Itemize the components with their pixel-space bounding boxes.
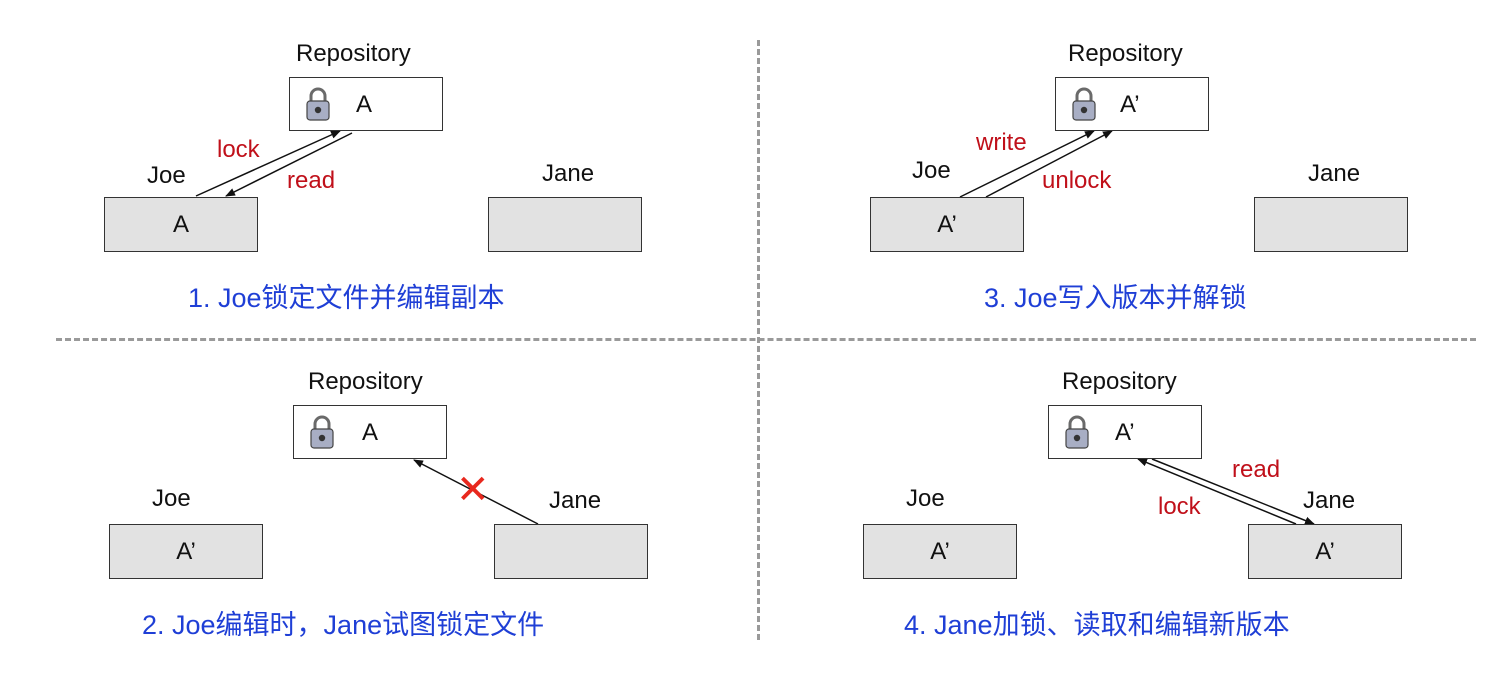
p3-write-arrow	[959, 130, 1095, 198]
p2-attempt-arrow	[413, 459, 539, 525]
p4-lock-arrow	[1137, 458, 1297, 525]
p4-repo-label: Repository	[1062, 368, 1177, 395]
p2-jane-label: Jane	[549, 487, 602, 514]
p1-read-label: read	[287, 167, 336, 194]
p4-joe-box: A’	[863, 524, 1017, 579]
p1-caption: 1. Joe锁定文件并编辑副本	[188, 283, 505, 313]
p1-jane-label: Jane	[542, 160, 595, 187]
padlock-icon	[1065, 415, 1089, 449]
p1-joe-label: Joe	[147, 162, 186, 189]
p4-joe-value: A’	[930, 537, 950, 565]
p1-lock-arrow	[195, 130, 341, 197]
p3-repo-value: A’	[1120, 91, 1140, 118]
red-x-icon: ✕	[456, 468, 490, 512]
horizontal-divider	[56, 338, 1476, 341]
padlock-icon	[1072, 87, 1096, 121]
p2-repo-box: A	[293, 405, 447, 459]
p2-joe-value: A’	[176, 537, 196, 565]
p2-jane-box	[494, 524, 648, 579]
p2-joe-box: A’	[109, 524, 263, 579]
p1-joe-box: A	[104, 197, 258, 252]
p4-lock-label: lock	[1158, 493, 1201, 520]
p3-joe-label: Joe	[912, 157, 951, 184]
p2-repo-value: A	[362, 419, 379, 446]
p3-caption: 3. Joe写入版本并解锁	[984, 283, 1247, 313]
p3-joe-box: A’	[870, 197, 1024, 252]
p3-unlock-arrow	[985, 130, 1113, 198]
p3-unlock-label: unlock	[1042, 167, 1112, 194]
p4-jane-label: Jane	[1303, 487, 1356, 514]
p3-jane-label: Jane	[1308, 160, 1361, 187]
p4-caption: 4. Jane加锁、读取和编辑新版本	[904, 610, 1290, 640]
padlock-icon	[306, 87, 330, 121]
p3-repo-label: Repository	[1068, 40, 1183, 67]
p1-jane-box	[488, 197, 642, 252]
padlock-icon	[310, 415, 334, 449]
p3-jane-box	[1254, 197, 1408, 252]
p4-joe-label: Joe	[906, 485, 945, 512]
p1-lock-label: lock	[217, 136, 260, 163]
p1-joe-value: A	[172, 210, 189, 238]
p3-repo-box: A’	[1055, 77, 1209, 131]
p2-joe-label: Joe	[152, 485, 191, 512]
p2-caption: 2. Joe编辑时，Jane试图锁定文件	[142, 610, 545, 640]
p4-read-label: read	[1232, 456, 1281, 483]
p3-write-label: write	[976, 129, 1027, 156]
p1-read-arrow	[225, 132, 353, 197]
p2-repo-label: Repository	[308, 368, 423, 395]
p3-joe-value: A’	[937, 210, 957, 238]
p4-jane-box: A’	[1248, 524, 1402, 579]
p4-jane-value: A’	[1315, 537, 1335, 565]
p1-repo-box: A	[289, 77, 443, 131]
p1-repo-label: Repository	[296, 40, 411, 67]
p1-repo-value: A	[356, 91, 373, 118]
p4-repo-value: A’	[1115, 419, 1135, 446]
p4-read-arrow	[1151, 458, 1315, 525]
p4-repo-box: A’	[1048, 405, 1202, 459]
